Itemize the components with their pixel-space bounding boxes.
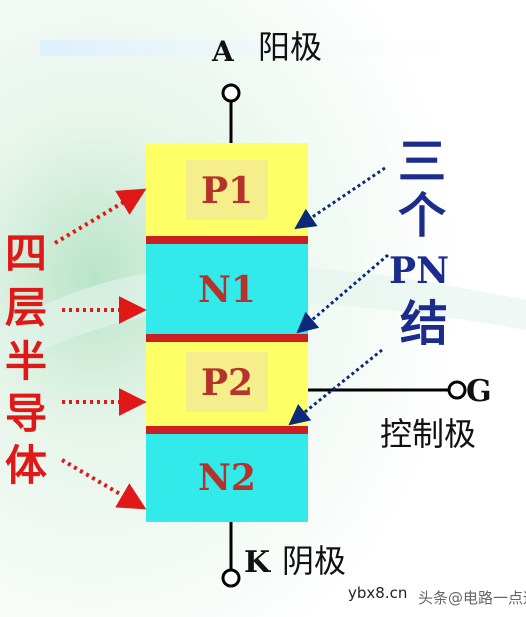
right-label-line: 结	[400, 296, 448, 352]
layer-n2	[146, 432, 308, 522]
layer-label-n2: N2	[198, 457, 256, 499]
left-label-char: 半	[5, 337, 47, 386]
decor-swirl	[0, 265, 526, 370]
junction-j3	[146, 426, 308, 434]
layer-label-p1: P1	[201, 170, 253, 212]
right-label: 三 个 PN 结	[389, 134, 449, 352]
arrow-to-p1	[53, 188, 147, 245]
arrow-to-j2	[296, 253, 389, 334]
cathode-terminal	[221, 568, 241, 588]
cathode-letter: K	[244, 545, 271, 580]
junction-j2	[146, 334, 308, 342]
left-label-char: 体	[5, 441, 47, 490]
left-label-char: 层	[5, 283, 47, 332]
anode-name: 阳极	[258, 28, 322, 66]
right-label-line: 三	[398, 134, 446, 190]
right-label-line: PN	[389, 250, 449, 292]
gate-name: 控制极	[380, 415, 476, 453]
junction-j1	[146, 236, 308, 244]
left-label-char: 导	[5, 389, 47, 438]
arrow-to-n2	[60, 458, 147, 510]
cathode-name: 阴极	[282, 542, 346, 580]
layer-label-n1: N1	[198, 269, 256, 311]
gate-terminal	[447, 380, 467, 400]
gate-letter: G	[466, 374, 492, 409]
decor-band	[40, 40, 526, 56]
layer-p2-core	[186, 352, 268, 412]
anode-letter: A	[211, 35, 235, 68]
watermark-account: 头条@电路一点通	[418, 589, 526, 607]
arrow-to-j3	[288, 348, 383, 426]
watermark-site: ybx8.cn	[348, 584, 407, 602]
right-label-line: 个	[398, 188, 446, 244]
left-label: 四 层 半 导 体	[5, 229, 47, 490]
anode-terminal	[221, 83, 241, 103]
layer-p1-core	[186, 160, 268, 220]
layer-label-p2: P2	[201, 362, 253, 404]
left-label-char: 四	[5, 229, 47, 278]
layer-n1	[146, 240, 308, 335]
